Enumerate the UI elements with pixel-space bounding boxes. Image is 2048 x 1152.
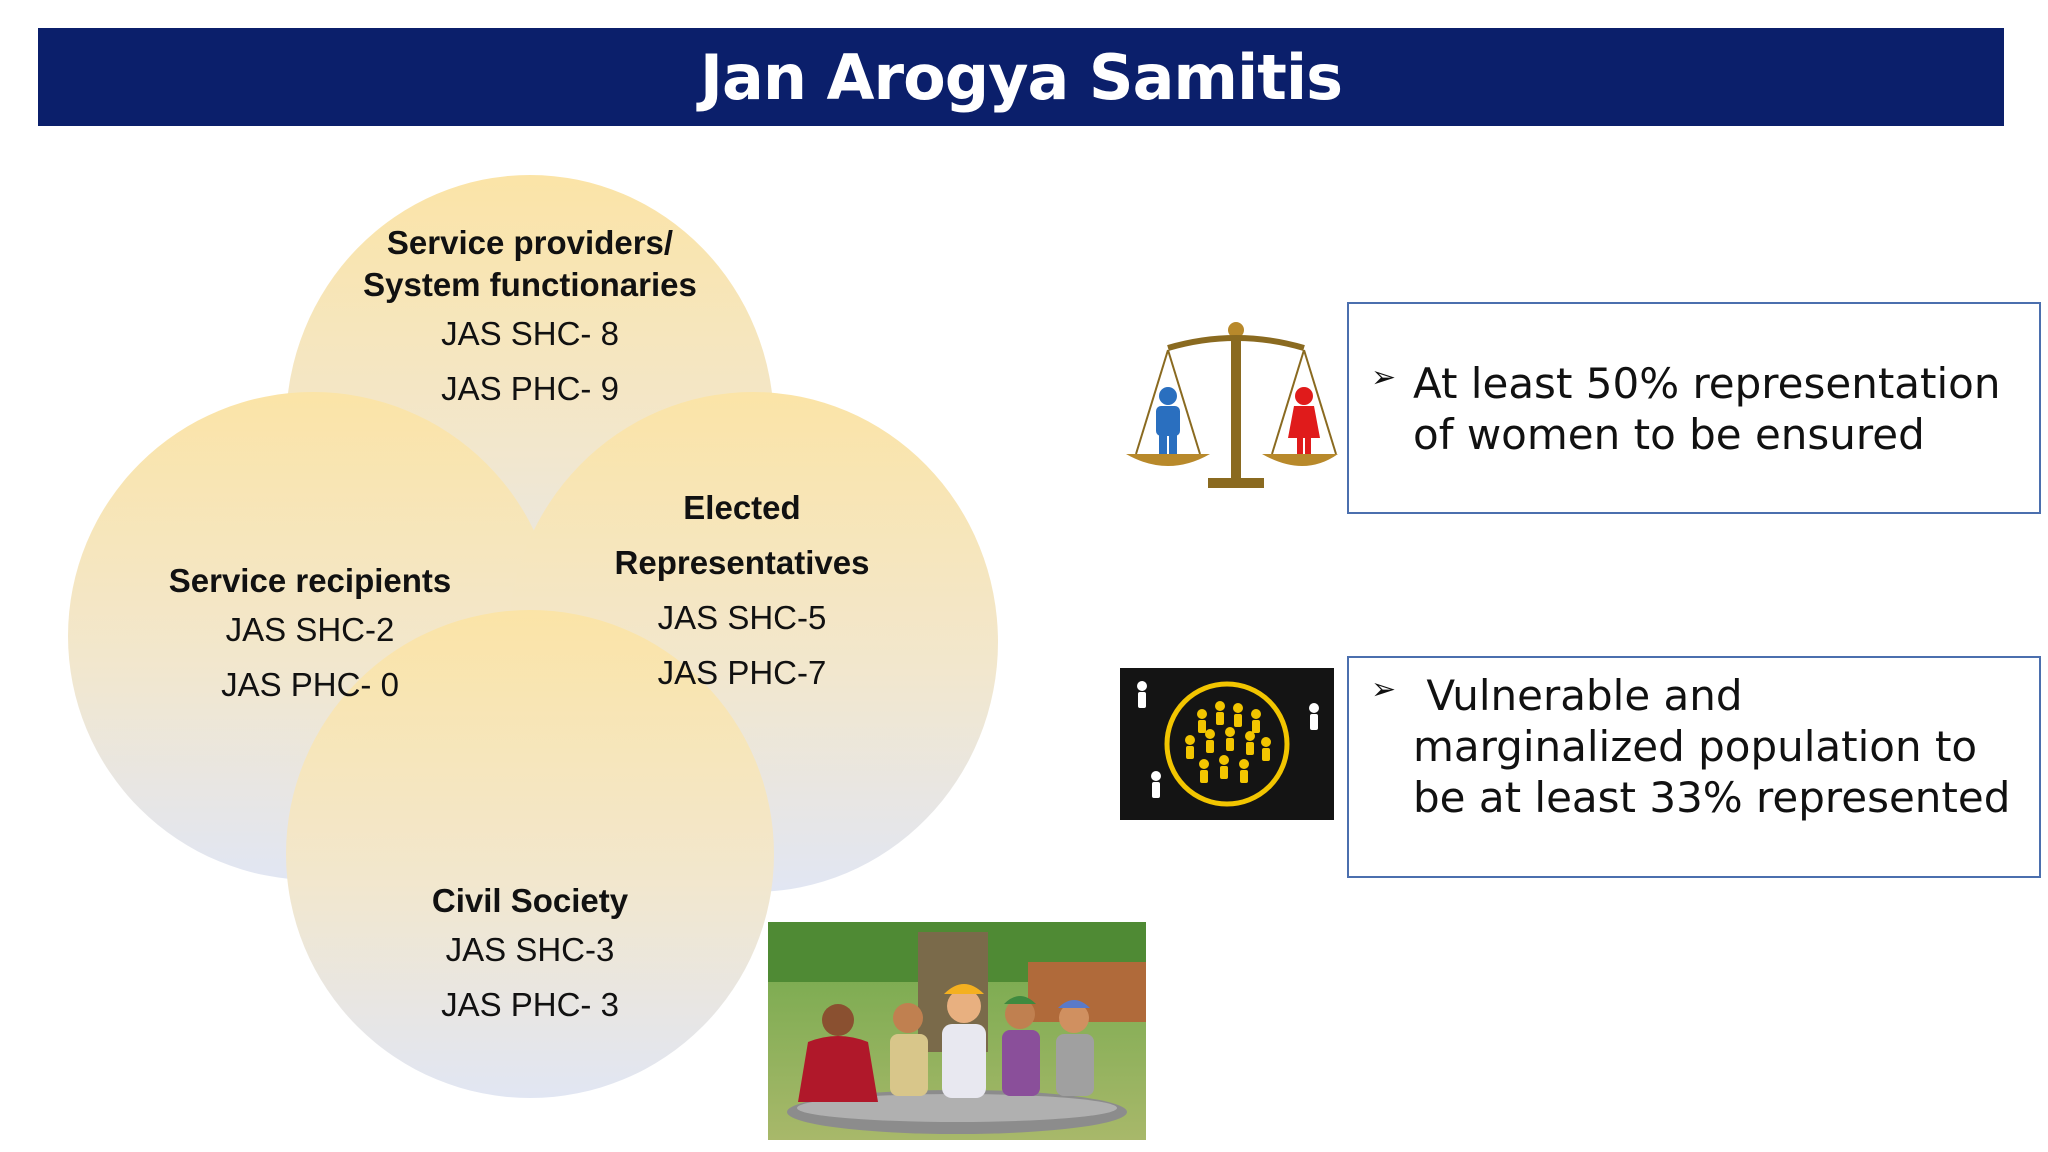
box-text-line: marginalized population to [1413,722,1978,771]
group-shc-count: JAS SHC-3 [445,931,615,968]
group-phc-count: JAS PHC- 3 [441,986,619,1023]
group-service-providers: Service providers/ System functionaries … [310,222,750,416]
group-shc-count: JAS SHC-5 [657,599,827,636]
women-representation-box: ➢ At least 50% representation of women t… [1347,302,2041,514]
vulnerable-population-box: ➢ Vulnerable and marginalized population… [1347,656,2041,878]
group-service-recipients: Service recipients JAS SHC-2 JAS PHC- 0 [100,560,520,712]
title-bar: Jan Arogya Samitis [38,28,2004,126]
box-text-line: of women to be ensured [1413,410,1925,459]
balance-scale-icon [1098,318,1338,490]
group-elected-representatives: Elected Representatives JAS SHC-5 JAS PH… [542,480,942,700]
crowd-icon [1120,668,1334,820]
page-title: Jan Arogya Samitis [699,40,1343,114]
circle-civil-society [286,610,774,1098]
box-text-line: Vulnerable and [1413,671,1743,720]
group-phc-count: JAS PHC- 0 [221,666,399,703]
group-phc-count: JAS PHC-7 [657,654,827,691]
group-civil-society: Civil Society JAS SHC-3 JAS PHC- 3 [310,880,750,1032]
group-heading: Civil Society [431,882,629,919]
villagers-illustration [768,922,1146,1140]
group-shc-count: JAS SHC- 8 [441,315,619,352]
box-text: At least 50% representation of women to … [1413,358,2023,460]
arrow-bullet-icon: ➢ [1371,672,1397,707]
arrow-bullet-icon: ➢ [1371,360,1397,395]
group-shc-count: JAS SHC-2 [225,611,395,648]
box-text: Vulnerable and marginalized population t… [1413,670,2023,823]
group-heading: Representatives [614,544,870,581]
group-heading: Service providers/ [386,224,674,261]
group-heading: System functionaries [363,266,697,303]
group-heading: Elected [683,489,801,526]
box-text-line: At least 50% representation [1413,359,2001,408]
group-phc-count: JAS PHC- 9 [441,370,619,407]
box-text-line: be at least 33% represented [1413,773,2011,822]
group-heading: Service recipients [168,562,452,599]
